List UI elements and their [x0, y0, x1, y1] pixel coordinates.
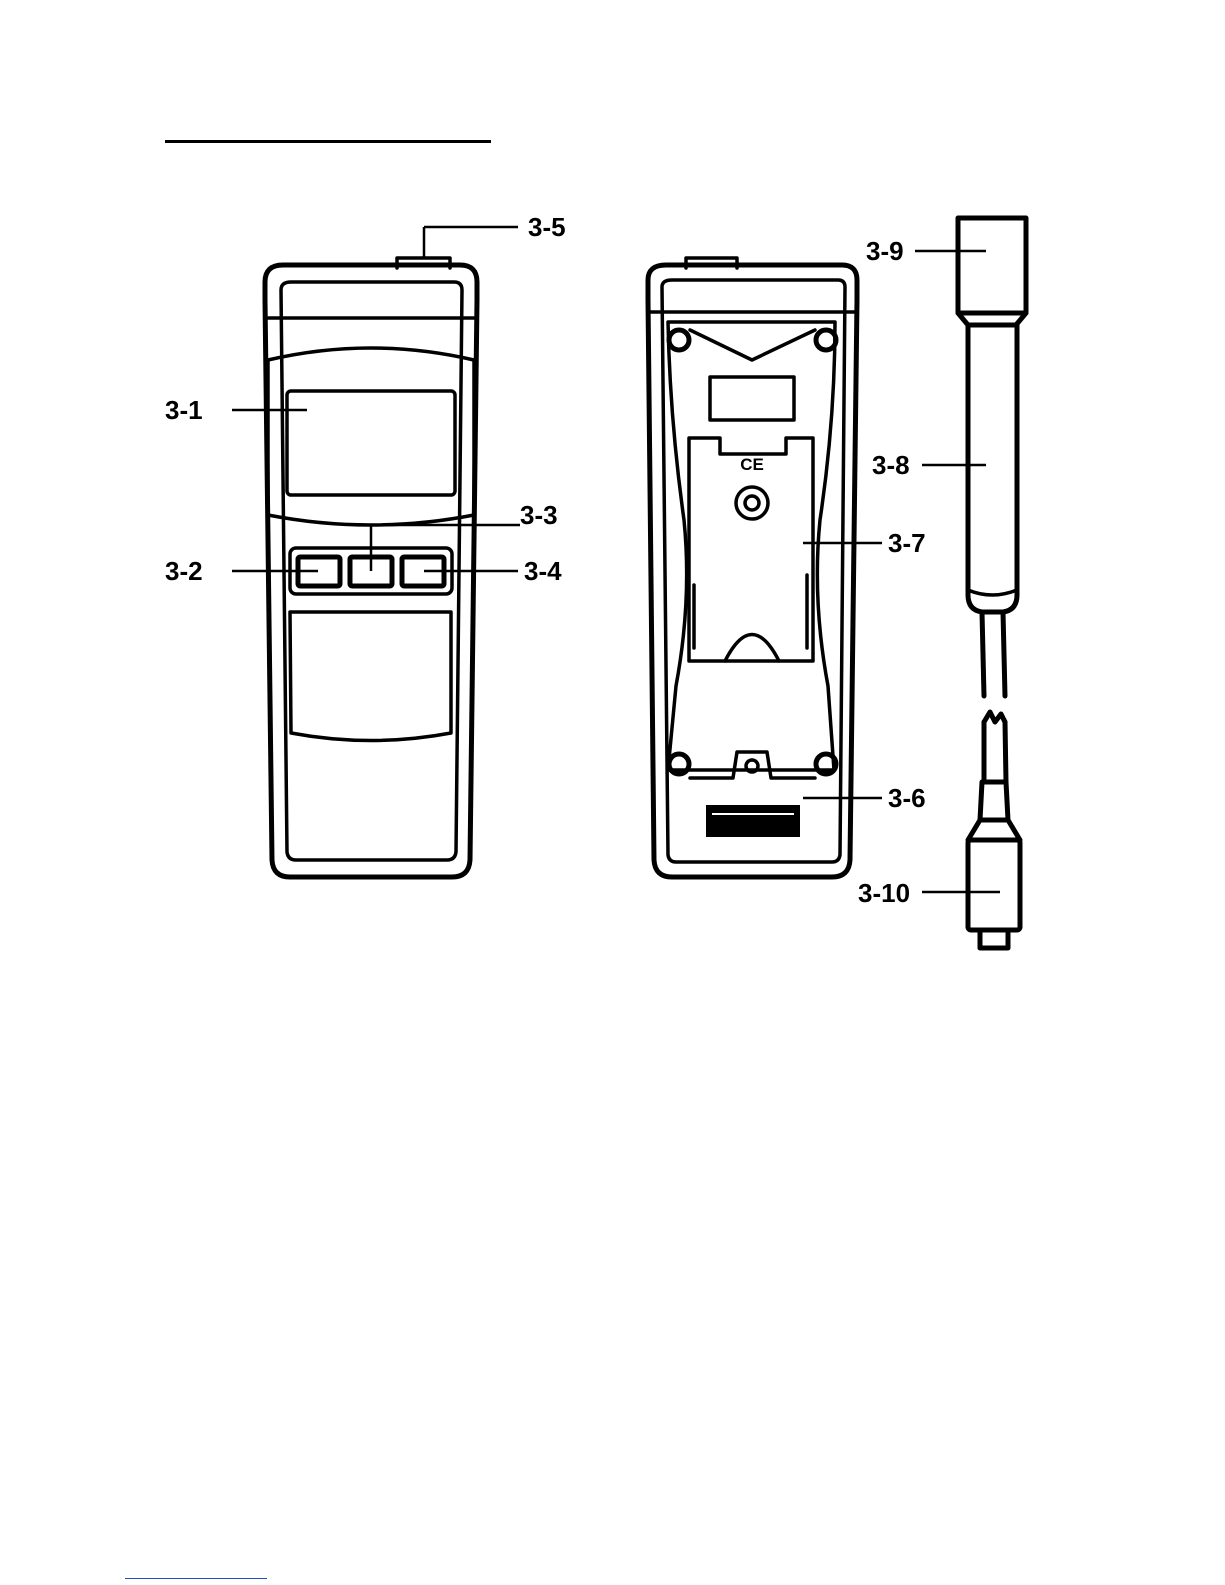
front-display-bezel: [268, 348, 474, 525]
probe-handle-3-8: [968, 325, 1017, 612]
leader-lines: [232, 227, 1000, 892]
stand-finger-notch: [725, 635, 779, 662]
callout-3-4: 3-4: [524, 556, 562, 586]
callout-3-6: 3-6: [888, 783, 926, 813]
front-label-window: [290, 612, 451, 741]
back-brace-top: [690, 330, 815, 360]
callout-3-3: 3-3: [520, 500, 558, 530]
callout-3-5: 3-5: [528, 212, 566, 242]
callout-3-7: 3-7: [888, 528, 926, 558]
stand-pivot-inner: [745, 496, 759, 510]
probe-plug-3-10: [968, 840, 1020, 930]
meter-back-view: CE: [648, 258, 857, 877]
callout-3-8: 3-8: [872, 450, 910, 480]
probe-head-3-9: [958, 218, 1026, 313]
probe-handle-cap: [968, 590, 1017, 595]
screw-top-left: [669, 330, 689, 350]
callout-3-10: 3-10: [858, 878, 910, 908]
probe-cable-lower: [984, 722, 1006, 782]
battery-compartment-3-6: [706, 805, 800, 837]
callout-3-2: 3-2: [165, 556, 203, 586]
ce-mark: CE: [740, 455, 764, 474]
probe: [958, 218, 1026, 948]
back-bottom-bracket: [690, 752, 815, 778]
stand-pivot-outer: [736, 487, 768, 519]
cable-break-mark: [984, 712, 1005, 722]
callout-3-9: 3-9: [866, 236, 904, 266]
screw-top-right: [816, 330, 836, 350]
plug-strain-relief: [980, 782, 1008, 820]
plug-tip: [980, 930, 1008, 948]
probe-cable-upper: [982, 612, 1005, 696]
back-body-outline: [648, 265, 857, 877]
back-battery-cover: [668, 322, 835, 770]
plug-flare: [968, 820, 1020, 840]
lcd-display-3-1: [287, 391, 455, 495]
callout-3-1: 3-1: [165, 395, 203, 425]
back-label-plate: [710, 377, 794, 420]
